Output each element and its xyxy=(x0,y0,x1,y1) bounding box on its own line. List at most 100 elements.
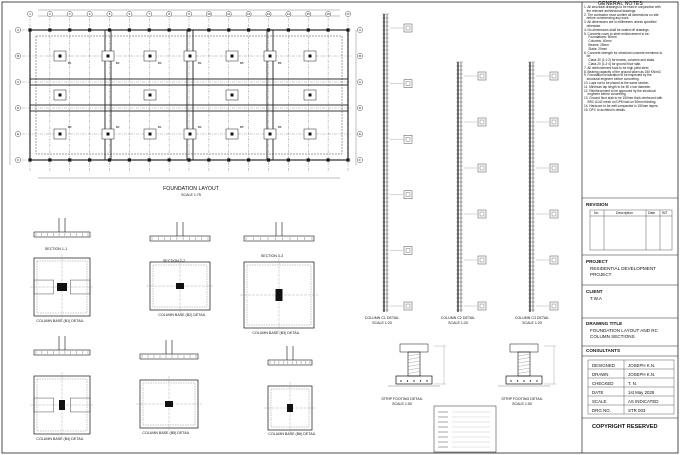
drawing-title-2: COLUMN SECTIONS xyxy=(590,334,635,339)
title-block-row: DRAWN JOSEPH K.N. xyxy=(578,370,676,379)
general-note-line: before commencing any work. xyxy=(584,16,630,21)
column-c1-section xyxy=(405,137,411,142)
title-block-row-label: SCALE xyxy=(592,399,607,404)
grid-bubble xyxy=(357,131,363,137)
general-note-line: 14. Hardcore to be well compacted in 150… xyxy=(584,103,659,108)
grid-bubble xyxy=(66,11,73,17)
strip-2-rebar xyxy=(516,380,519,382)
footing-tag: B1 xyxy=(68,61,72,65)
base-5-caption: COLUMN BASE (B5) DETAIL xyxy=(142,431,190,435)
column-mark xyxy=(268,132,272,136)
consultants-label: CONSULTANTS xyxy=(586,348,621,353)
grid-bubble xyxy=(146,11,153,17)
general-note-line: 4. No dimensions shall be scaled off dra… xyxy=(584,27,650,32)
column-mark xyxy=(148,132,152,136)
project-label: PROJECT xyxy=(586,259,608,264)
base-3-column xyxy=(275,289,283,301)
column-c1-section xyxy=(405,192,411,197)
strip-2-hatch xyxy=(517,357,531,360)
strip-1-caption: STRIP FOOTING DETAIL xyxy=(381,397,423,401)
column-c3-caption: COLUMN C3 DETAIL xyxy=(514,316,550,320)
base-2-column xyxy=(176,283,184,289)
grid-label: F xyxy=(17,158,19,162)
column-c3-section xyxy=(551,119,557,125)
grid-label: 2 xyxy=(49,12,51,16)
column-mark xyxy=(308,132,312,136)
section-3-caption: SECTION 3-3 xyxy=(260,254,284,258)
strip-1-slab xyxy=(399,343,429,353)
general-note-line: structural engineer before concreting. xyxy=(584,77,640,82)
title-block-row: DATE 1st May 2025 xyxy=(578,388,676,397)
base-6-section-slab xyxy=(267,359,313,366)
grid-bubble xyxy=(126,11,133,17)
column-c2-section xyxy=(479,303,485,309)
base-4-strip xyxy=(33,397,54,413)
strip-footing xyxy=(104,29,112,161)
strip-1-rebar xyxy=(419,380,422,382)
footing-tag: B2 xyxy=(116,125,120,129)
column-c1-section xyxy=(405,248,411,253)
title-block-row-value: JOSEPH K.N. xyxy=(628,372,656,377)
grid-label: 12 xyxy=(247,12,251,16)
title-block-row: SCALE AS INDICATED xyxy=(578,397,676,406)
grid-label: 15 xyxy=(307,12,311,16)
column-c3-section xyxy=(549,301,559,311)
title-block-row-label: DRG NO. xyxy=(592,408,611,413)
general-note-line: Foundations: 50mm xyxy=(584,35,617,40)
grid-label: 1 xyxy=(29,12,31,16)
column-mark xyxy=(148,93,152,97)
grid-bubble xyxy=(106,11,113,17)
column-c2-section xyxy=(479,165,485,171)
column-c3-section xyxy=(549,163,559,173)
column-mark xyxy=(230,132,234,136)
base-4-caption: COLUMN BASE (B4) DETAIL xyxy=(36,437,84,441)
strip-1-hatch xyxy=(407,364,421,367)
column-c1-section xyxy=(403,134,413,144)
general-note-line: 7. All reinforcement bars to be high yie… xyxy=(584,65,650,70)
grid-bubble xyxy=(357,53,363,59)
column-c2-section xyxy=(477,255,487,265)
grid-bubble xyxy=(265,11,272,17)
rev-header-description: Description xyxy=(616,211,633,215)
general-note-line: engineer before concreting. xyxy=(584,92,627,97)
strip-1-rebar xyxy=(400,380,402,382)
grid-bubble xyxy=(285,11,292,17)
grid-label: A xyxy=(359,28,361,32)
grid-label: 7 xyxy=(148,12,150,16)
column-c1-caption: COLUMN C1 DETAIL xyxy=(364,316,400,320)
general-note-line: Class 20 (1:2:4) for ground floor slab. xyxy=(584,61,642,66)
strip-2-hatch xyxy=(517,353,531,357)
column-c2-section xyxy=(479,73,485,79)
grid-bubble xyxy=(27,11,33,17)
title-block-row-label: DATE xyxy=(592,390,604,395)
general-note-line: 3. All dimensions are in millimeters unl… xyxy=(584,20,657,25)
grid-label: 4 xyxy=(89,12,91,16)
footing-tag: B3 xyxy=(158,61,162,65)
column-c3-section xyxy=(551,257,557,263)
base-4-section-slab xyxy=(33,349,91,356)
strip-2-caption: STRIP FOOTING DETAIL xyxy=(501,397,543,401)
grid-bubble xyxy=(186,11,192,17)
column-c1-section xyxy=(403,301,413,311)
title-block-row-value: AS INDICATED xyxy=(628,399,659,404)
base-3-section-slab xyxy=(243,235,315,242)
column-mark xyxy=(68,158,72,162)
title-block-row-label: DRAWN xyxy=(592,372,609,377)
general-note-line: otherwise. xyxy=(584,23,602,28)
grid-label: 5 xyxy=(109,12,111,16)
section-1-caption: SECTION 1-1 xyxy=(44,247,68,251)
grid-bubble xyxy=(225,11,232,17)
general-note-line: BRC A142 mesh on DPM laid on 50mm blindi… xyxy=(584,99,657,104)
general-note-line: be: xyxy=(584,54,592,59)
base-1-section-slab xyxy=(33,231,91,238)
title-block-row-value: 1st May 2025 xyxy=(628,390,655,395)
column-c3-section xyxy=(549,209,559,219)
base-5-column xyxy=(165,401,173,407)
grid-label: 3 xyxy=(69,12,71,16)
strip-1-rebar xyxy=(413,380,415,382)
grid-bubble xyxy=(47,11,53,17)
grid-bubble xyxy=(357,27,363,33)
title-block-row: DRG NO.STR 003 xyxy=(578,406,676,415)
